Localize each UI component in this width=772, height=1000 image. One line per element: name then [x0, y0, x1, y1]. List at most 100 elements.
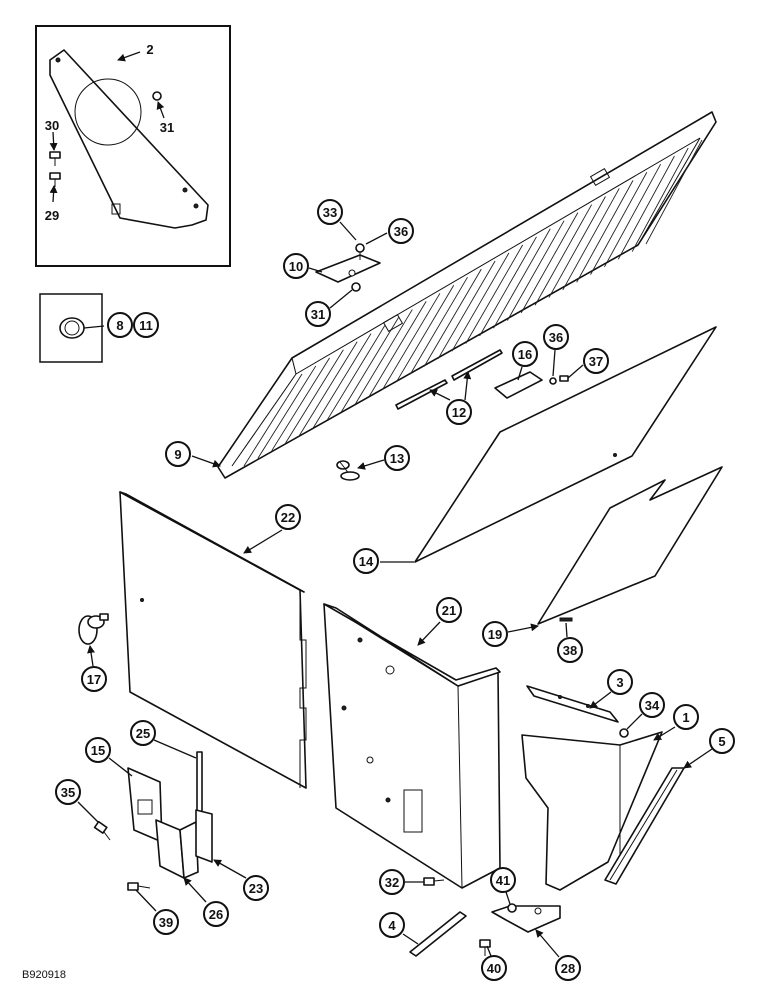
callout-number: 15 — [91, 743, 105, 758]
leader-line — [156, 101, 165, 119]
callout-bubble — [275, 504, 301, 530]
callout-31: 31 — [160, 120, 174, 135]
part-28-bracket — [491, 905, 561, 933]
callout-bubble — [305, 301, 331, 327]
callout-38: 38 — [557, 637, 583, 663]
leader-line — [429, 389, 451, 401]
callout-bubble — [555, 955, 581, 981]
leader-line — [507, 623, 539, 633]
callout-36: 36 — [388, 218, 414, 244]
callout-39: 39 — [153, 909, 179, 935]
callout-3: 3 — [607, 669, 633, 695]
callout-bubble — [583, 348, 609, 374]
callout-40: 40 — [481, 955, 507, 981]
leader-line — [463, 371, 472, 401]
drawing-code: B920918 — [22, 969, 66, 981]
callout-number: 2 — [146, 42, 153, 57]
leader-line — [517, 366, 523, 381]
part-21-side-panel — [323, 603, 501, 889]
callout-bubble — [379, 869, 405, 895]
callout-bubble — [317, 199, 343, 225]
callout-bubble — [243, 875, 269, 901]
leader-line — [153, 739, 197, 759]
part-32-bolt — [423, 877, 445, 886]
callout-number: 8 — [116, 318, 123, 333]
callout-number: 22 — [281, 510, 295, 525]
leader-line — [329, 289, 353, 309]
leader-line — [87, 645, 95, 667]
callout-number: 3 — [616, 675, 623, 690]
callout-bubble — [673, 704, 699, 730]
part-1-shield — [521, 731, 663, 891]
callout-number: 12 — [452, 405, 466, 420]
callout-bubble — [388, 218, 414, 244]
callout-bubble — [133, 312, 159, 338]
part-23-plate — [195, 809, 213, 863]
callout-15: 15 — [85, 737, 111, 763]
callout-21: 21 — [436, 597, 462, 623]
callout-bubble — [165, 441, 191, 467]
leader-line — [83, 325, 105, 329]
callout-32: 32 — [379, 869, 405, 895]
leader-line — [505, 891, 511, 905]
callout-number: 35 — [61, 785, 75, 800]
callout-bubble — [482, 621, 508, 647]
callout-8: 8 — [107, 312, 133, 338]
callout-33: 33 — [317, 199, 343, 225]
leader-line — [213, 859, 247, 879]
part-35-bolt — [93, 820, 111, 841]
leader-line — [552, 349, 556, 377]
callout-bubble — [85, 737, 111, 763]
callout-bubble — [543, 324, 569, 350]
leader-line — [77, 801, 99, 823]
callout-number: 34 — [645, 698, 660, 713]
part-8-11-box — [39, 293, 103, 363]
part-2-plate — [49, 49, 209, 229]
callout-11: 11 — [133, 312, 159, 338]
callout-25: 25 — [130, 720, 156, 746]
callout-17: 17 — [81, 666, 107, 692]
callout-36: 36 — [543, 324, 569, 350]
callout-22: 22 — [275, 504, 301, 530]
leader-line — [117, 51, 141, 62]
callout-19: 19 — [482, 621, 508, 647]
callout-number: 1 — [682, 710, 689, 725]
callout-number: 4 — [388, 918, 396, 933]
leader-line — [653, 726, 676, 741]
callout-37: 37 — [583, 348, 609, 374]
callout-29: 29 — [45, 208, 59, 223]
leader-line — [402, 933, 419, 945]
callout-number: 16 — [518, 347, 532, 362]
inset-detail-box — [35, 25, 231, 267]
callout-2: 2 — [146, 42, 153, 57]
callout-10: 10 — [283, 253, 309, 279]
callout-number: 23 — [249, 881, 263, 896]
callout-number: 26 — [209, 907, 223, 922]
callout-13: 13 — [384, 445, 410, 471]
callout-41: 41 — [490, 867, 516, 893]
callout-number: 40 — [487, 961, 501, 976]
callout-bubble — [283, 253, 309, 279]
callout-bubble — [203, 901, 229, 927]
callout-number: 5 — [718, 734, 725, 749]
callout-number: 41 — [496, 873, 510, 888]
callout-bubble — [639, 692, 665, 718]
part-41-nut — [507, 903, 517, 913]
callout-number: 37 — [589, 354, 603, 369]
leader-line — [243, 529, 283, 554]
callout-bubble — [130, 720, 156, 746]
callout-9: 9 — [165, 441, 191, 467]
callout-number: 11 — [139, 318, 153, 333]
leader-line — [191, 455, 221, 468]
leader-line — [535, 929, 560, 958]
callout-number: 31 — [311, 307, 325, 322]
leader-line — [108, 757, 133, 777]
leader-line — [567, 364, 584, 379]
callout-number: 29 — [45, 208, 59, 223]
leader-line — [486, 945, 492, 957]
part-9-main-panel — [217, 111, 717, 479]
leader-line — [308, 267, 323, 273]
callout-31: 31 — [305, 301, 331, 327]
